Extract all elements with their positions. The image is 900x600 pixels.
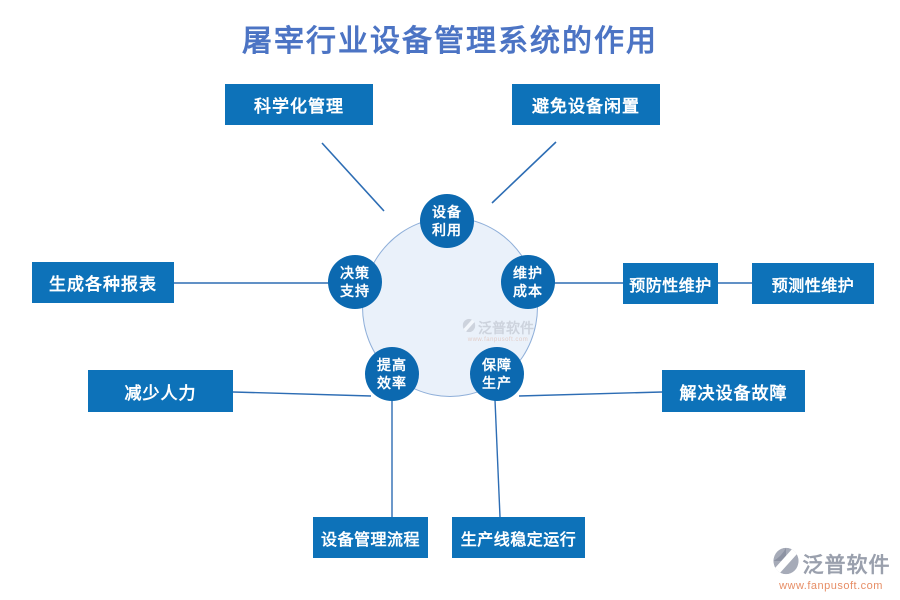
line-ensureprod-to-stable — [494, 399, 501, 518]
hub-node-label: 支持 — [340, 283, 370, 299]
hub-node-label: 保障 — [482, 356, 512, 373]
box-reduce-manpower: 减少人力 — [88, 370, 233, 412]
box-predictive-maintenance: 预测性维护 — [752, 263, 874, 304]
hub-node-label: 提高 — [377, 356, 407, 373]
hub-node-improve-efficiency: 提高 效率 — [365, 347, 419, 401]
hub-node-ensure-production: 保障 生产 — [470, 347, 524, 401]
hub-node-decision-support: 决策 支持 — [328, 255, 382, 309]
watermark-brand-text: 泛普软件 — [478, 320, 534, 336]
line-ensureprod-to-failure — [518, 391, 663, 397]
brand-url-text: www.fanpusoft.com — [779, 580, 883, 592]
box-avoid-equipment-idle: 避免设备闲置 — [512, 84, 660, 125]
box-solve-equipment-failure: 解决设备故障 — [662, 370, 805, 412]
hub-node-label: 决策 — [340, 264, 370, 281]
box-preventive-maintenance: 预防性维护 — [623, 263, 718, 304]
line-avoididle-to-hub — [491, 141, 557, 204]
box-production-line-stable: 生产线稳定运行 — [452, 517, 585, 558]
page-title: 屠宰行业设备管理系统的作用 — [242, 25, 658, 58]
line-manpower-to-efficiency — [232, 391, 372, 397]
fanpu-brand-logo: 泛普软件 www.fanpusoft.com — [770, 546, 892, 592]
hub-node-label: 维护 — [513, 264, 543, 281]
line-scientific-to-hub — [321, 142, 385, 212]
box-scientific-management: 科学化管理 — [225, 84, 373, 125]
fanpu-logo-icon — [772, 546, 800, 581]
hub-node-label: 设备 — [432, 203, 462, 220]
fanpu-logo-icon — [462, 318, 476, 338]
center-watermark: 泛普软件 www.fanpusoft.com — [462, 318, 534, 343]
hub-node-label: 成本 — [513, 283, 543, 299]
watermark-url-text: www.fanpusoft.com — [467, 337, 529, 343]
box-generate-reports: 生成各种报表 — [32, 262, 174, 303]
brand-name-text: 泛普软件 — [802, 553, 891, 577]
box-equipment-management-process: 设备管理流程 — [313, 517, 428, 558]
hub-node-label: 利用 — [432, 222, 462, 238]
hub-node-label: 生产 — [482, 375, 512, 391]
hub-node-label: 效率 — [377, 375, 407, 391]
hub-node-maintenance-cost: 维护 成本 — [501, 255, 555, 309]
hub-node-equipment-utilization: 设备 利用 — [420, 194, 474, 248]
